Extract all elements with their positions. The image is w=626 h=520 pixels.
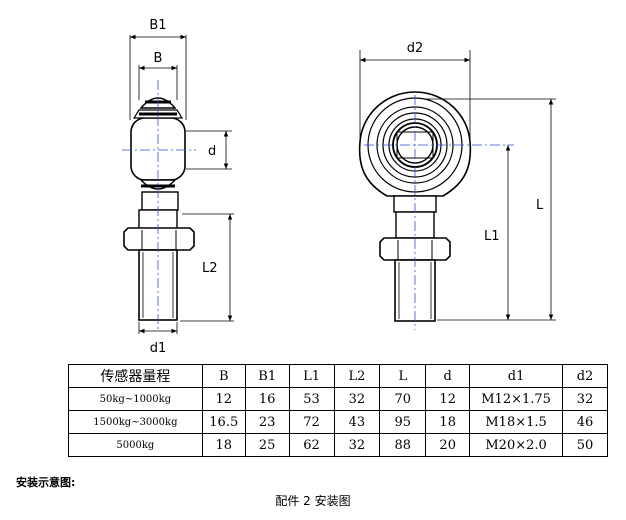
header-cell: d (425, 364, 471, 388)
table-cell: 18 (201, 433, 246, 457)
table-cell: 72 (288, 410, 335, 434)
table-cell: 18 (425, 410, 471, 434)
table-cell: 70 (379, 387, 427, 411)
table-cell: 50 (562, 433, 608, 457)
header-cell: L2 (333, 364, 381, 388)
table-cell: 88 (379, 433, 427, 457)
table-cell: M20×2.0 (469, 433, 564, 457)
table-header-row: 传感器量程 B B1 L1 L2 L d d1 d2 (68, 364, 608, 388)
table-cell: 32 (333, 387, 381, 411)
table-cell: 32 (562, 387, 608, 411)
table-cell: 25 (244, 433, 290, 457)
table-cell: 32 (333, 433, 381, 457)
install-diagram-title: 安装示意图: (16, 476, 76, 489)
table-cell: M18×1.5 (469, 410, 564, 434)
spec-table: 传感器量程 B B1 L1 L2 L d d1 d2 50kg~1000kg 1… (68, 364, 608, 457)
table-cell: 12 (425, 387, 471, 411)
label-B: B (154, 51, 163, 66)
header-cell: d1 (469, 364, 564, 388)
table-cell: 50kg~1000kg (68, 387, 203, 411)
rod-end-drawing: B1 B d L2 d1 d2 L L1 (122, 18, 556, 356)
table-cell: 62 (288, 433, 335, 457)
table-row: 5000kg 18 25 62 32 88 20 M20×2.0 50 (68, 433, 608, 457)
table-cell: 53 (288, 387, 335, 411)
table-cell: 23 (244, 410, 290, 434)
table-cell: 95 (379, 410, 427, 434)
table-row: 1500kg~3000kg 16.5 23 72 43 95 18 M18×1.… (68, 410, 608, 434)
table-cell: 20 (425, 433, 471, 457)
table-cell: M12×1.75 (469, 387, 564, 411)
header-cell: d2 (562, 364, 608, 388)
table-cell: 16 (244, 387, 290, 411)
table-cell: 12 (201, 387, 246, 411)
table-cell: 5000kg (68, 433, 203, 457)
label-L: L (536, 198, 544, 213)
figure-caption: 配件 2 安装图 (275, 494, 351, 508)
label-d: d (208, 144, 216, 159)
table-cell: 46 (562, 410, 608, 434)
table-cell: 43 (333, 410, 381, 434)
label-d2: d2 (407, 41, 424, 56)
table-row: 50kg~1000kg 12 16 53 32 70 12 M12×1.75 3… (68, 387, 608, 411)
header-cell: 传感器量程 (68, 364, 203, 388)
header-cell: L1 (288, 364, 335, 388)
left-view (122, 34, 234, 334)
right-view (358, 50, 556, 330)
header-cell: B (201, 364, 246, 388)
table-cell: 1500kg~3000kg (68, 410, 203, 434)
label-L2: L2 (202, 261, 218, 276)
header-cell: L (379, 364, 427, 388)
table-cell: 16.5 (201, 410, 246, 434)
label-B1: B1 (149, 18, 166, 33)
label-L1: L1 (484, 229, 500, 244)
header-cell: B1 (244, 364, 290, 388)
label-d1: d1 (150, 341, 167, 356)
